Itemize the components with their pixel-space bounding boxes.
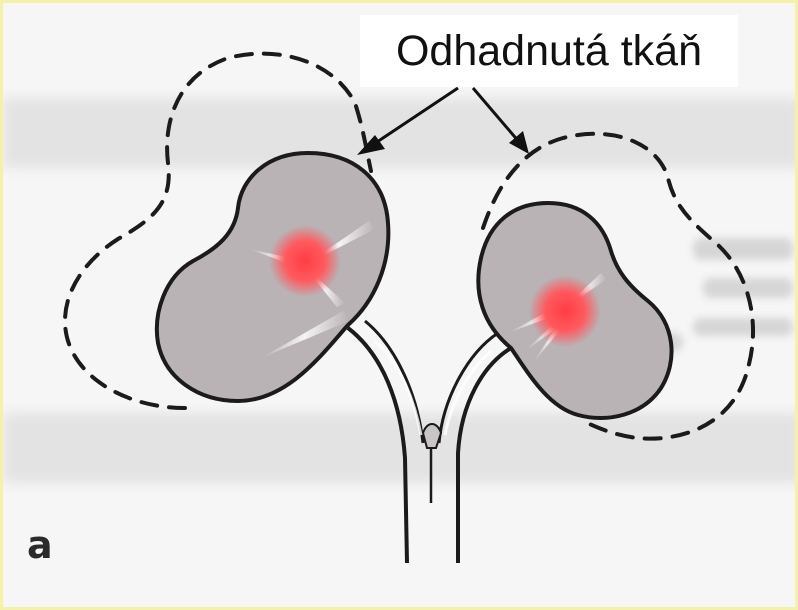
ureter-left-inner [365, 321, 423, 443]
left-hot-spot [269, 225, 341, 297]
left-kidney [157, 153, 388, 401]
right-hot-spot [529, 275, 601, 347]
label-estimated-tissue: Odhadnutá tkáň [360, 15, 738, 87]
kidney-diagram [3, 3, 798, 610]
arrow-to-right-outline [473, 88, 520, 143]
ureter-junction [423, 424, 441, 448]
arrow-to-left-outline [371, 88, 458, 146]
panel-letter: a [27, 526, 53, 564]
